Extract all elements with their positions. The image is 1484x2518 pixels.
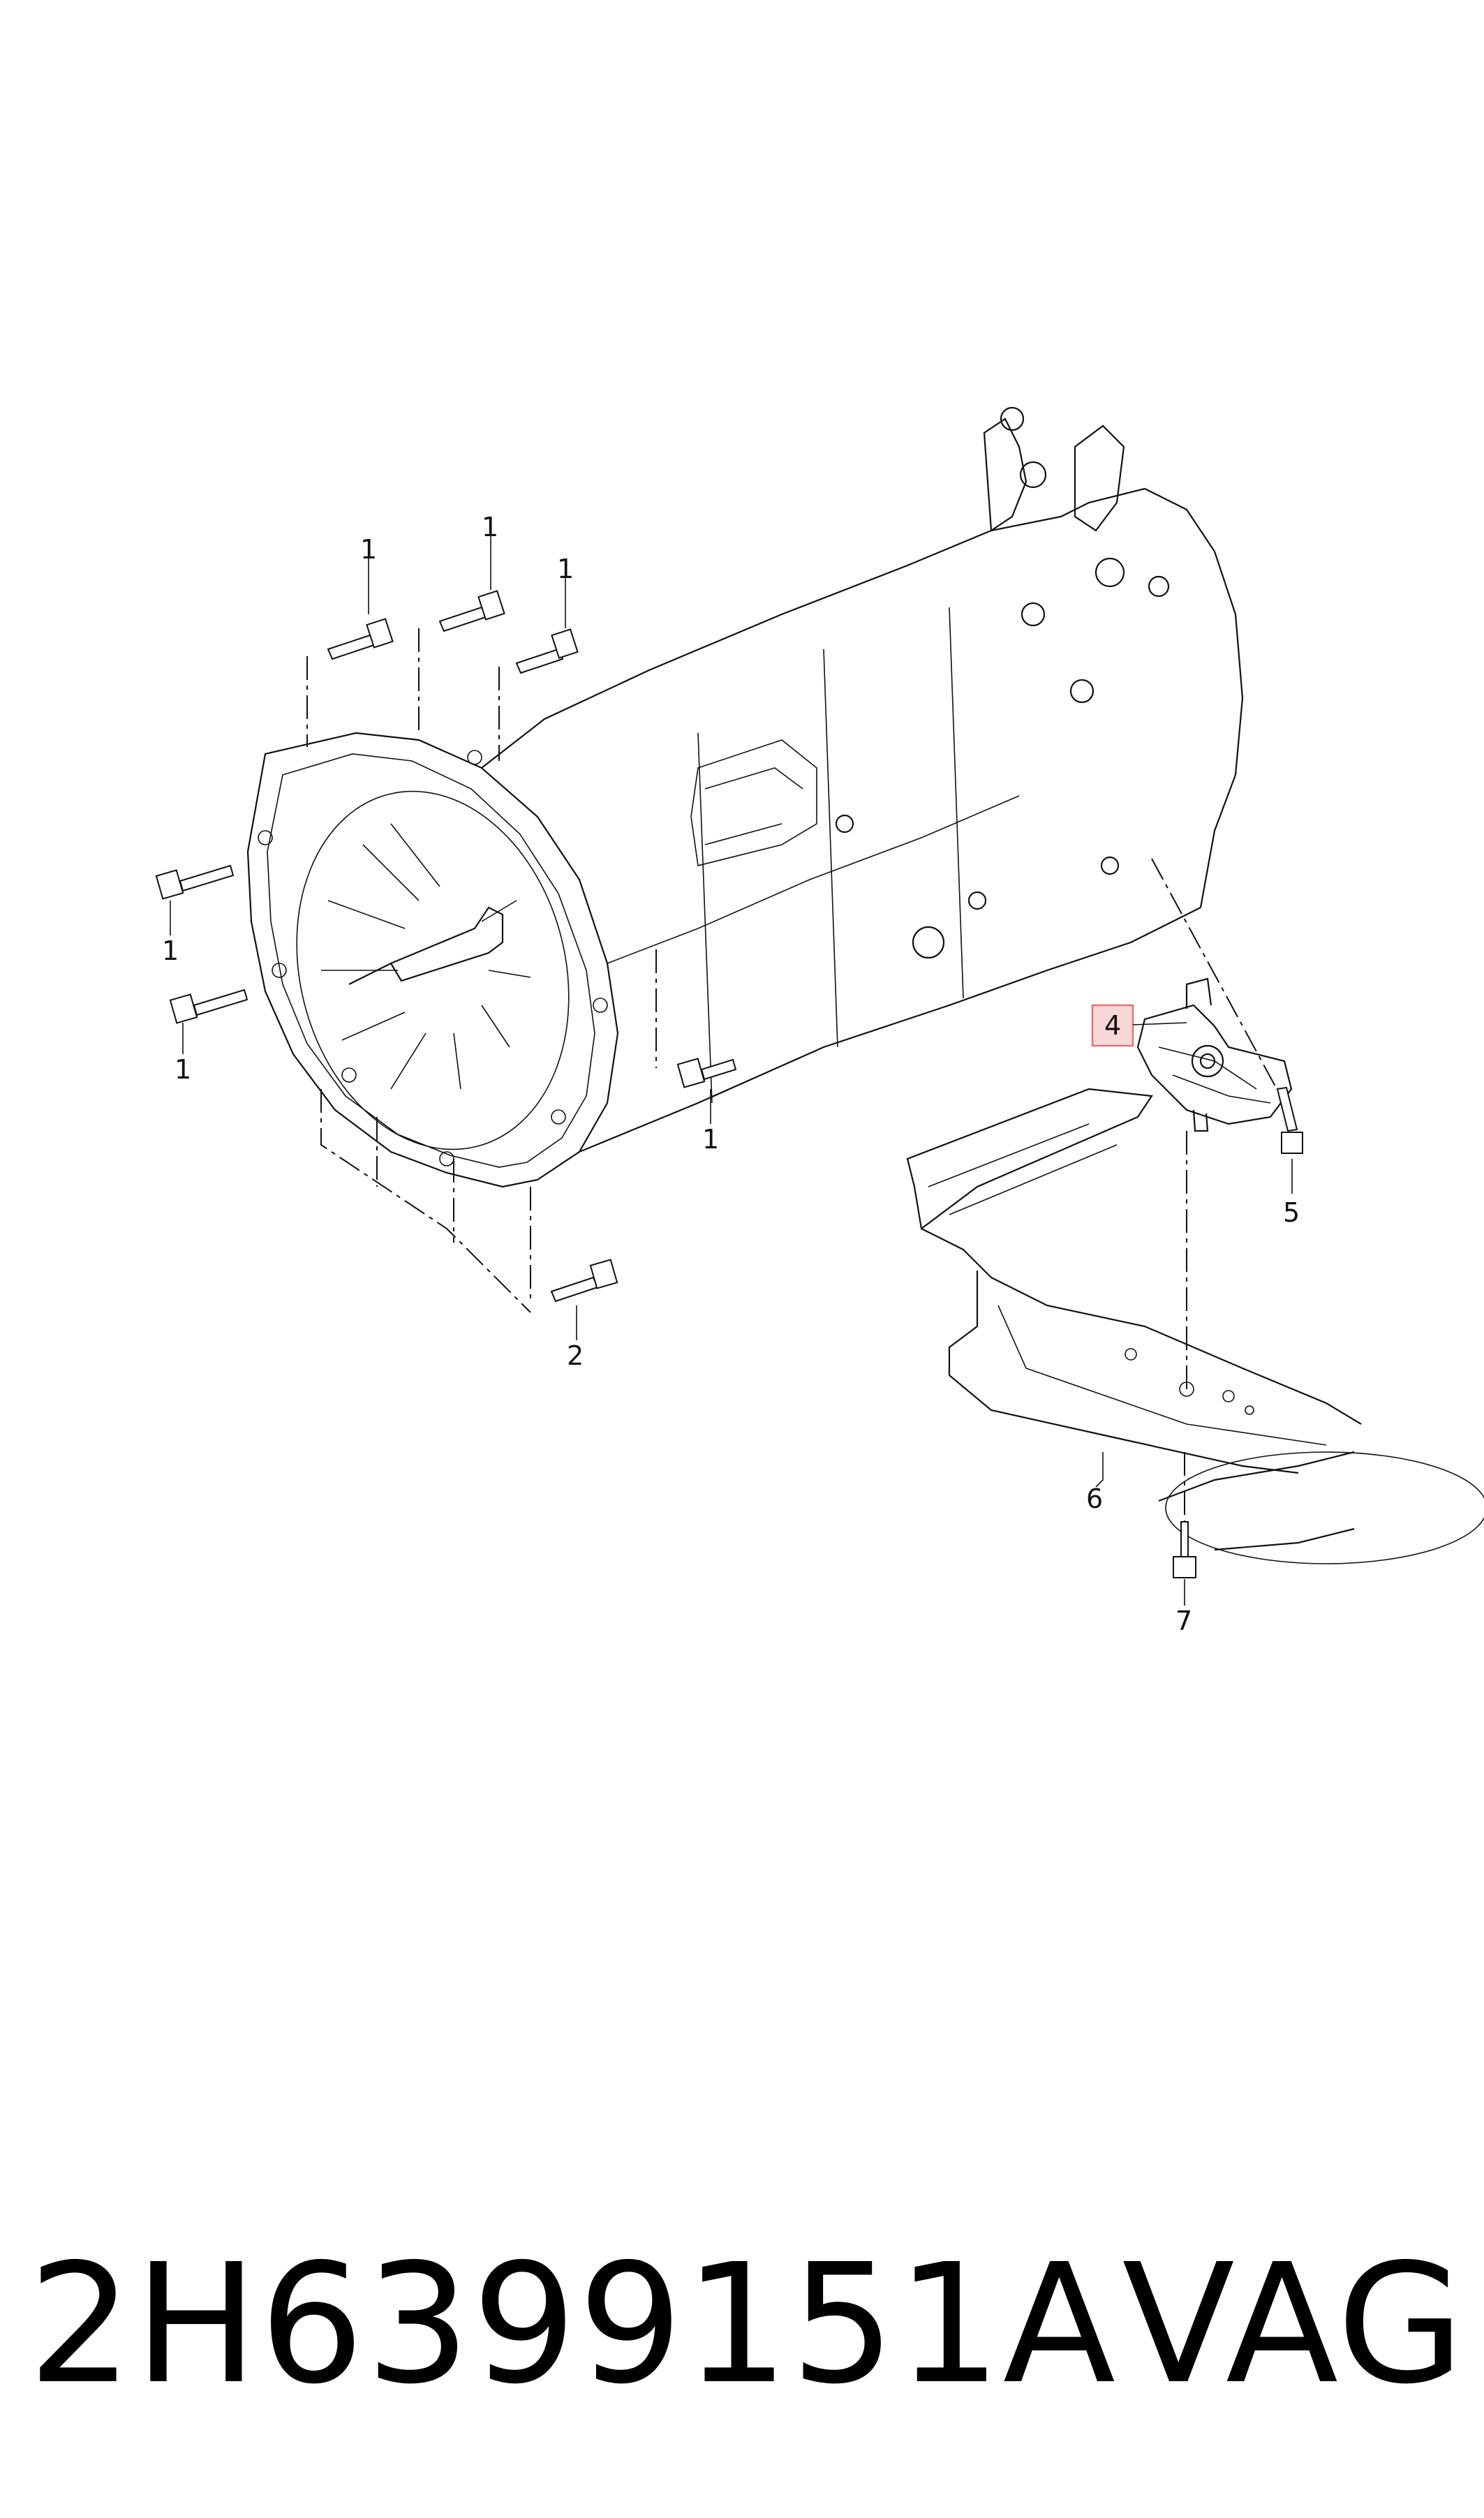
leader-lines	[170, 531, 711, 1340]
exploded-parts-diagram: 1 1 1 1 1 1 2 4 5 6 7	[155, 406, 1484, 1636]
bolt-1-right	[676, 1058, 737, 1088]
callout-1-left-lower: 1	[175, 1054, 191, 1085]
bolt-2	[550, 1259, 618, 1303]
part-number: 2H6399151A	[28, 2228, 1118, 2420]
crossmember	[906, 1088, 1484, 1564]
bolt-1-top-mid	[438, 590, 505, 632]
callout-1-right: 1	[702, 1124, 719, 1155]
bolt-1-left-upper	[155, 864, 235, 900]
callout-5: 5	[1283, 1197, 1300, 1228]
callout-1-left-upper: 1	[162, 935, 179, 966]
bolt-5	[1276, 1086, 1303, 1194]
bolt-group	[155, 590, 737, 1303]
bolt-1-top-left	[327, 618, 394, 660]
callout-4-highlight	[1091, 1004, 1134, 1047]
bolt-1-left-lower	[169, 988, 248, 1024]
callout-1-top-right: 1	[557, 554, 574, 584]
callout-4: 4	[1104, 1010, 1121, 1041]
bolt-1-top-right	[515, 628, 579, 674]
gearbox-mount-bracket	[1136, 858, 1293, 1132]
transmission-housing	[246, 406, 1244, 1188]
bolt-7	[1173, 1452, 1196, 1606]
callout-6: 6	[1086, 1483, 1103, 1514]
caption-bar: 2H6399151A VAG	[28, 2220, 1466, 2429]
callout-7: 7	[1175, 1606, 1192, 1636]
callout-1-top-mid: 1	[482, 512, 498, 542]
callout-1-top-left: 1	[360, 534, 377, 565]
brand-label: VAG	[1122, 2228, 1466, 2420]
callout-2: 2	[567, 1340, 584, 1371]
